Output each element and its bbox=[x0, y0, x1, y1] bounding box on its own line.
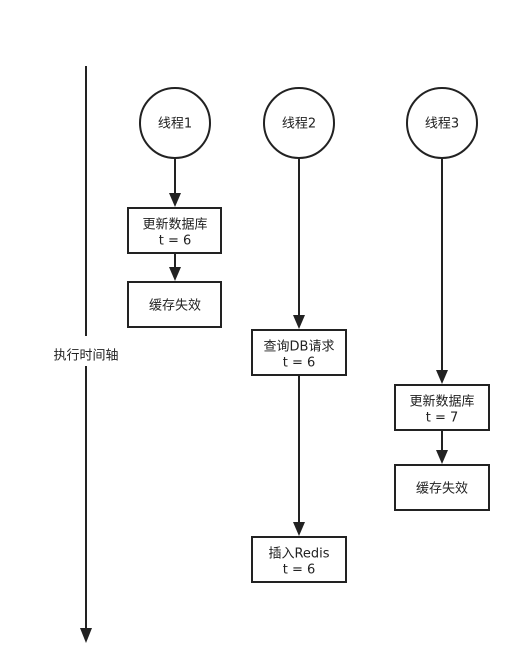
thread-3-label: 线程3 bbox=[425, 117, 459, 132]
thread-3-update-db-time: t = 7 bbox=[426, 411, 459, 426]
timeline-axis-label: 执行时间轴 bbox=[53, 349, 118, 364]
thread-1-edge-to-invalidate-arrowhead bbox=[169, 267, 181, 281]
thread-2-edge-to-query-arrowhead bbox=[293, 315, 305, 329]
thread-1-cache-invalidate-box bbox=[127, 281, 222, 328]
thread-1-lane: 线程1 更新数据库 t = 6 缓存失效 bbox=[127, 87, 222, 328]
thread-1-cache-invalidate-title: 缓存失效 bbox=[149, 299, 201, 314]
thread-2-insert-redis-title: 插入Redis bbox=[268, 547, 329, 562]
timeline-axis: 执行时间轴 bbox=[53, 66, 119, 643]
thread-2-insert-redis-box bbox=[251, 536, 347, 583]
thread-2-label: 线程2 bbox=[282, 117, 316, 132]
timeline-axis-arrowhead bbox=[80, 628, 92, 643]
thread-3-edge-to-update-arrowhead bbox=[436, 370, 448, 384]
thread-1-update-db-time: t = 6 bbox=[159, 234, 192, 249]
thread-3-cache-invalidate-box bbox=[394, 464, 490, 511]
thread-2-lane: 线程2 查询DB请求 t = 6 插入Redis t = 6 bbox=[251, 87, 347, 583]
thread-2-edge-to-insert-arrowhead bbox=[293, 522, 305, 536]
thread-2-query-db-time: t = 6 bbox=[283, 356, 316, 371]
thread-2-query-db-title: 查询DB请求 bbox=[264, 340, 335, 355]
thread-1-update-db-title: 更新数据库 bbox=[142, 217, 207, 233]
thread-1-edge-to-update-arrowhead bbox=[169, 193, 181, 207]
thread-3-update-db-title: 更新数据库 bbox=[409, 394, 474, 410]
thread-1-label: 线程1 bbox=[158, 117, 192, 132]
thread-2-query-db-box bbox=[251, 329, 347, 376]
thread-2-insert-redis-time: t = 6 bbox=[283, 563, 316, 578]
thread-3-lane: 线程3 更新数据库 t = 7 缓存失效 bbox=[394, 87, 490, 511]
thread-3-edge-to-invalidate-arrowhead bbox=[436, 450, 448, 464]
thread-3-cache-invalidate-title: 缓存失效 bbox=[416, 482, 468, 497]
thread-3-update-db-box bbox=[394, 384, 490, 431]
